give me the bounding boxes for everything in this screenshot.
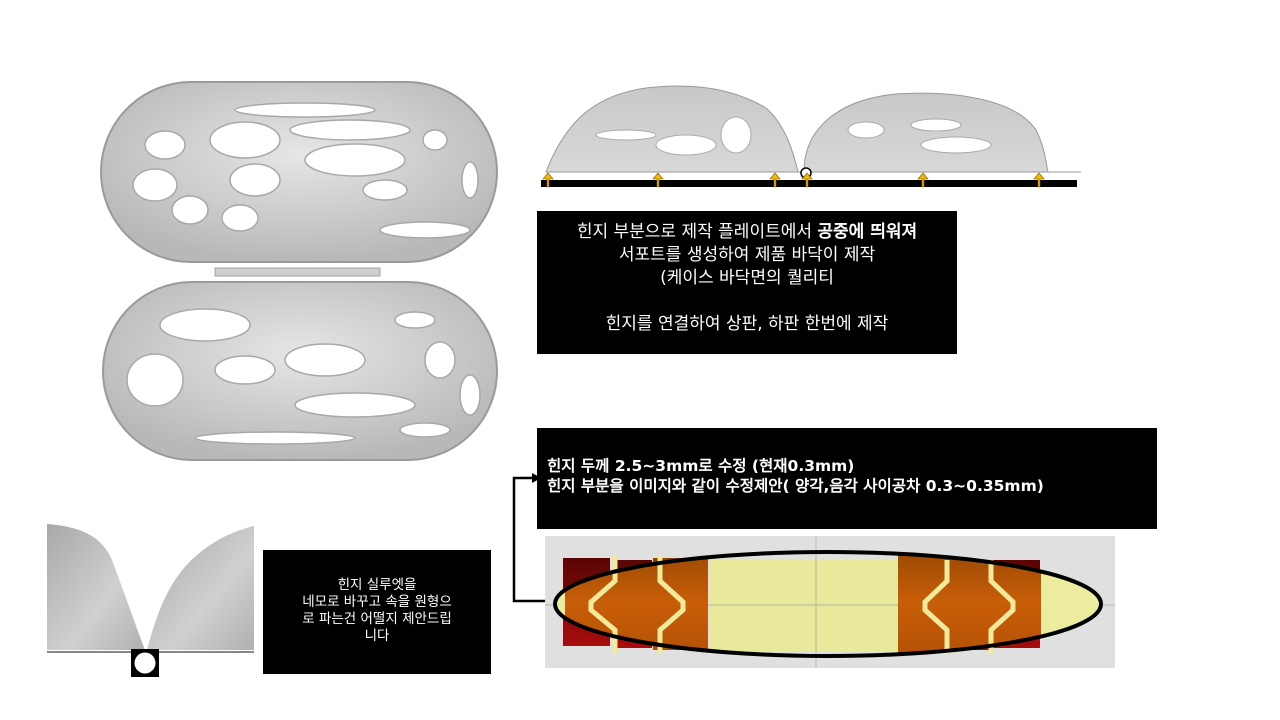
chevron-joint [588,556,618,654]
hinge-diagram-image [545,536,1115,668]
hinge-closeup-image [47,524,254,677]
silhouette-note-line4: 니다 [364,628,390,644]
left-shell-side [545,85,799,173]
support-note-line4: 힌지를 연결하여 상판, 하판 한번에 제작 [605,314,889,334]
highlight-ellipse [553,550,1103,658]
support-note-bold: 공중에 띄워져 [817,222,918,242]
silhouette-note-line2: 네모로 바꾸고 속을 원형으 [302,594,452,610]
support-arrow-icon [1033,172,1045,188]
silhouette-note-line1: 힌지 실루엣을 [337,577,417,593]
build-plate [541,180,1077,187]
right-shell-closeup [147,526,254,650]
support-note-line2: 서포트를 생성하여 제품 바닥이 제작 [618,245,876,265]
chevron-joint [922,560,950,654]
silhouette-note-box: 힌지 실루엣을 네모로 바꾸고 속을 원형으 로 파는건 어떨지 제안드립 니다 [263,550,491,674]
support-arrow-icon [769,172,781,188]
case-top-view-image [100,81,498,461]
upper-shell [100,81,498,263]
right-shell-side [803,92,1049,173]
connector-arrow [512,473,553,603]
hinge-spec-line2: 힌지 부분을 이미지와 같이 수정제안( 양각,음각 사이공차 0.3~0.35… [547,477,1044,495]
support-arrow-icon [801,172,813,188]
left-shell-closeup [47,524,145,650]
silhouette-note-line3: 로 파는건 어떨지 제안드립 [302,611,452,627]
hinge-spec-note-box: 힌지 두께 2.5~3mm로 수정 (현재0.3mm) 힌지 부분을 이미지와 … [537,428,1157,529]
hinge-marker-circle-icon [134,652,156,674]
case-side-view-image [541,85,1081,188]
support-arrow-icon [542,172,554,188]
chevron-joint [988,560,1016,654]
support-arrow-icon [652,172,664,188]
chevron-joint [657,556,686,654]
hinge-strip [214,267,381,277]
hinge-spec-line1: 힌지 두께 2.5~3mm로 수정 (현재0.3mm) [547,457,855,475]
support-note-box: 힌지 부분으로 제작 플레이트에서 공중에 띄워져 서포트를 생성하여 제품 바… [537,211,957,354]
arrowhead-icon [532,473,541,483]
lower-shell [102,281,498,461]
support-note-line3: (케이스 바닥면의 퀄리티 [660,268,834,288]
support-note-line1: 힌지 부분으로 제작 플레이트에서 공중에 띄워져 [576,222,918,242]
support-arrows [542,172,1045,188]
support-arrow-icon [917,172,929,188]
